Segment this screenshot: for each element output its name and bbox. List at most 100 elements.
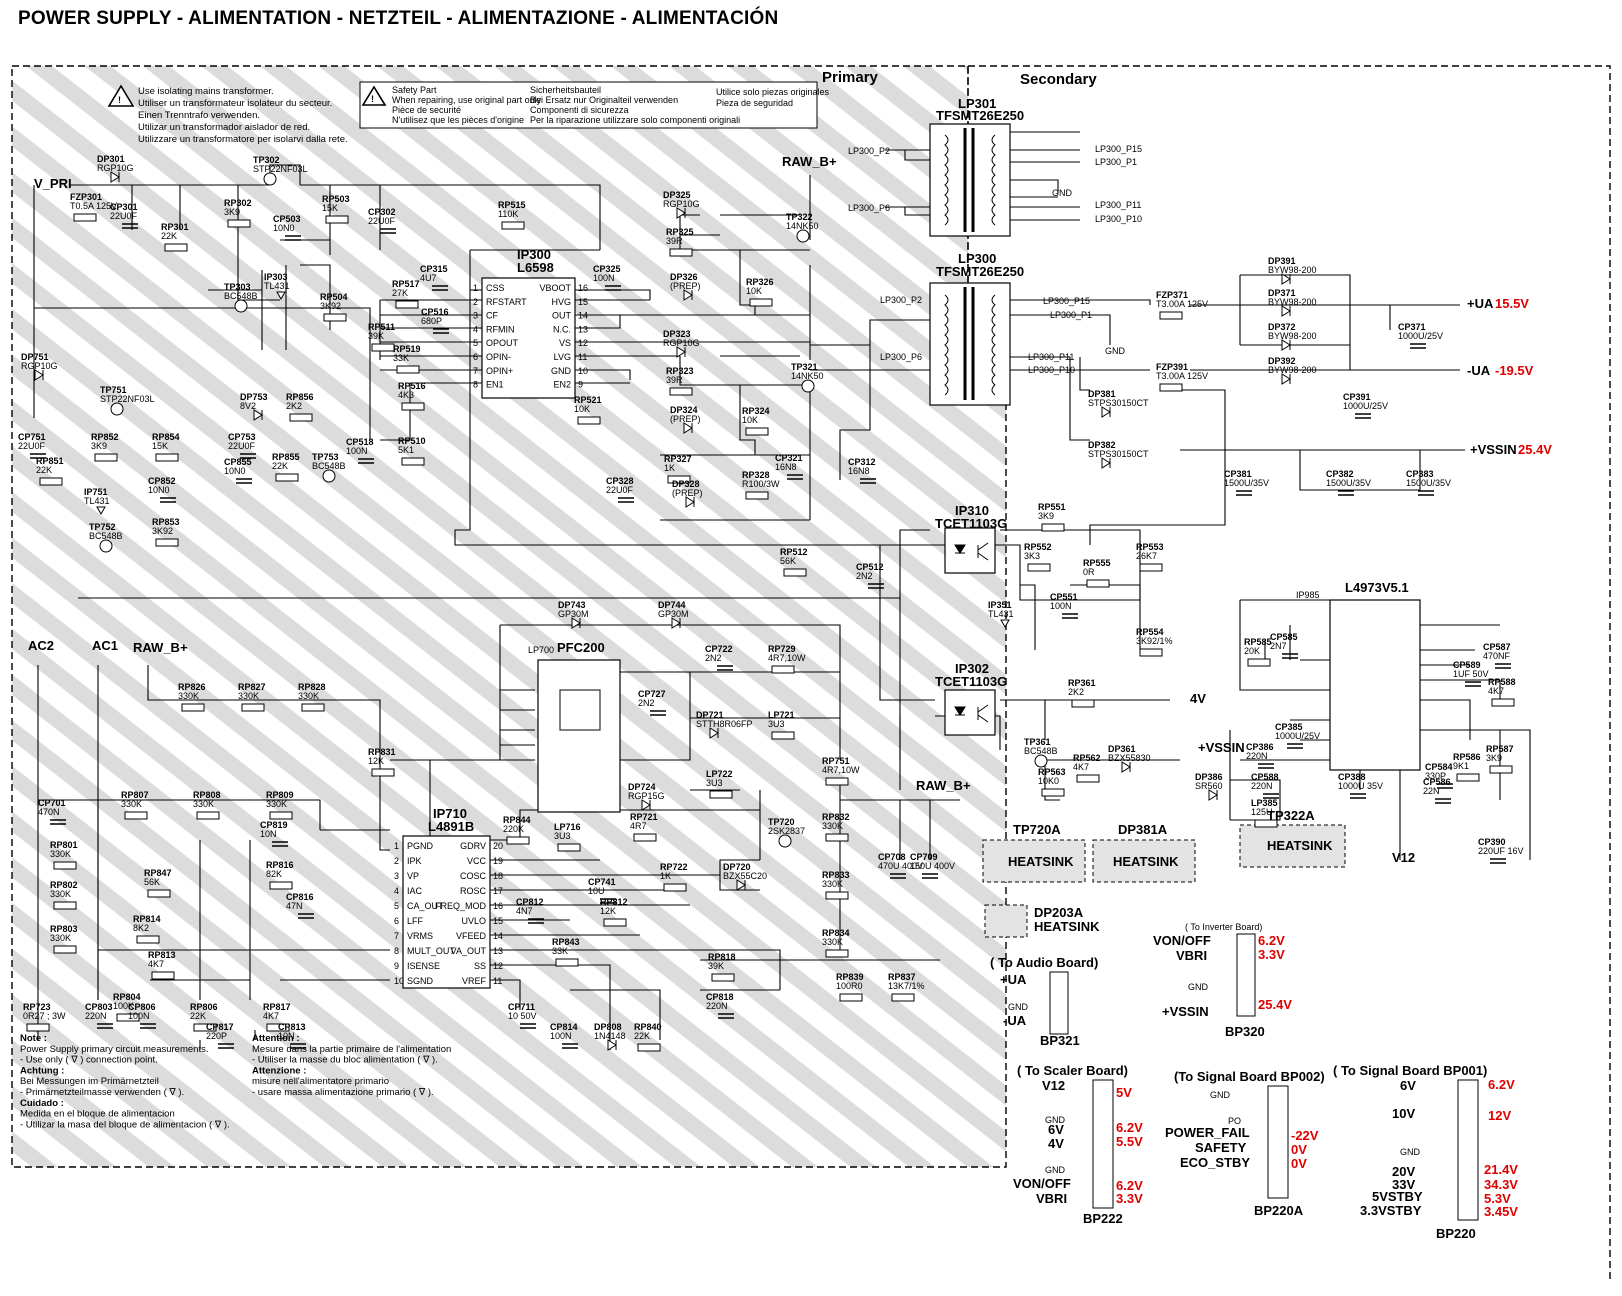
svg-text:CP503: CP503 [273, 214, 301, 224]
svg-text:CP371: CP371 [1398, 322, 1426, 332]
svg-text:12K: 12K [368, 756, 384, 766]
svg-text:CP301: CP301 [110, 202, 138, 212]
svg-text:VON/OFF: VON/OFF [1153, 933, 1211, 948]
svg-text:CP585: CP585 [1270, 632, 1298, 642]
svg-text:LP300_P15: LP300_P15 [1043, 296, 1090, 306]
svg-text:12K: 12K [600, 906, 616, 916]
svg-text:150U 400V: 150U 400V [910, 861, 955, 871]
svg-text:CP708: CP708 [878, 852, 906, 862]
svg-text:OPOUT: OPOUT [486, 338, 519, 348]
svg-text:14: 14 [493, 931, 503, 941]
svg-text:Attention :: Attention : [252, 1033, 300, 1044]
svg-text:CP302: CP302 [368, 207, 396, 217]
svg-text:2K2: 2K2 [286, 401, 302, 411]
svg-text:T3.00A 125V: T3.00A 125V [1156, 299, 1208, 309]
svg-text:16: 16 [578, 283, 588, 293]
svg-text:LP300_P1: LP300_P1 [1050, 310, 1092, 320]
svg-text:RP843: RP843 [552, 937, 580, 947]
svg-text:2N2: 2N2 [638, 698, 655, 708]
svg-text:RGP10G: RGP10G [21, 361, 58, 371]
net-ua-neg: -UA [1467, 363, 1491, 378]
svg-text:CP855: CP855 [224, 457, 252, 467]
svg-text:3U3: 3U3 [768, 719, 785, 729]
svg-text:RP552: RP552 [1024, 542, 1052, 552]
svg-text:misure nell'alimentatore prima: misure nell'alimentatore primario [252, 1076, 389, 1087]
svg-text:Cuidado :: Cuidado : [20, 1098, 64, 1109]
svg-text:ISENSE: ISENSE [407, 961, 440, 971]
notes-col2: Attention :Mesure dans la partie primair… [252, 1033, 451, 1098]
lp300-terminals: LP300_P2 LP300_P6 LP300_P15 LP300_P1 LP3… [880, 295, 1126, 375]
svg-text:RP517: RP517 [392, 279, 420, 289]
svg-text:RP515: RP515 [498, 200, 526, 210]
warn-line: Utiliser un transformateur isolateur du … [138, 98, 332, 109]
svg-text:-UA: -UA [1003, 1013, 1027, 1028]
svg-text:RP854: RP854 [152, 432, 180, 442]
svg-text:0V: 0V [1291, 1142, 1307, 1157]
svg-text:RP503: RP503 [322, 194, 350, 204]
svg-text:470NF: 470NF [1483, 651, 1511, 661]
svg-text:VREF: VREF [462, 976, 487, 986]
notes-col1: Note :Power Supply primary circuit measu… [20, 1033, 230, 1130]
secondary-area [968, 65, 1611, 1280]
connector-bp220a: (To Signal Board BP002) GND PO POWER_FAI… [1165, 1069, 1325, 1218]
svg-text:CP325: CP325 [593, 264, 621, 274]
svg-text:18: 18 [493, 871, 503, 881]
svg-text:RP327: RP327 [664, 454, 692, 464]
svg-text:3.3V: 3.3V [1258, 947, 1285, 962]
svg-text:9: 9 [578, 380, 583, 390]
svg-text:V12: V12 [1042, 1078, 1065, 1093]
svg-text:BYW98-200: BYW98-200 [1268, 297, 1317, 307]
svg-text:OPIN+: OPIN+ [486, 366, 513, 376]
svg-text:!: ! [371, 94, 374, 104]
svg-text:Mesure dans la partie primaire: Mesure dans la partie primaire de l'alim… [252, 1044, 451, 1055]
svg-text:39R: 39R [666, 375, 683, 385]
svg-text:CP589: CP589 [1453, 660, 1481, 670]
svg-text:39R: 39R [666, 236, 683, 246]
svg-text:4K7: 4K7 [148, 959, 164, 969]
svg-text:CP382: CP382 [1326, 469, 1354, 479]
net-4v: 4V [1190, 691, 1206, 706]
svg-text:10N: 10N [278, 1031, 295, 1041]
svg-text:RP803: RP803 [50, 924, 78, 934]
svg-text:SGND: SGND [407, 976, 434, 986]
svg-text:STPS30150CT: STPS30150CT [1088, 398, 1149, 408]
net-v-pri: V_PRI [34, 176, 72, 191]
svg-text:VA_OUT: VA_OUT [451, 946, 487, 956]
svg-text:22U0F: 22U0F [368, 216, 396, 226]
svg-text:GND: GND [1052, 188, 1073, 198]
svg-text:9: 9 [394, 961, 399, 971]
svg-text:1000U 35V: 1000U 35V [1338, 781, 1383, 791]
svg-text:2N2: 2N2 [856, 571, 873, 581]
svg-text:BP222: BP222 [1083, 1211, 1123, 1226]
svg-text:- Utiliser la masse du bloc al: - Utiliser la masse du bloc alimentation… [252, 1055, 438, 1066]
svg-text:220UF 16V: 220UF 16V [1478, 846, 1524, 856]
svg-text:CP512: CP512 [856, 562, 884, 572]
svg-text:10 50V: 10 50V [508, 1011, 537, 1021]
svg-text:RP840: RP840 [634, 1022, 662, 1032]
svg-text:1UF 50V: 1UF 50V [1453, 669, 1489, 679]
svg-text:20K: 20K [1244, 646, 1260, 656]
svg-text:RP844: RP844 [503, 815, 531, 825]
svg-text:RP325: RP325 [666, 227, 694, 237]
svg-text:CP818: CP818 [706, 992, 734, 1002]
svg-text:14: 14 [578, 311, 588, 321]
svg-text:+VSSIN: +VSSIN [1162, 1004, 1209, 1019]
svg-text:VBRI: VBRI [1176, 948, 1207, 963]
svg-text:16N8: 16N8 [775, 462, 797, 472]
pfc200-inductor: PFC200 LP700 [528, 640, 621, 813]
svg-text:CP803: CP803 [85, 1002, 113, 1012]
svg-text:BYW98-200: BYW98-200 [1268, 265, 1317, 275]
svg-text:EN1: EN1 [486, 380, 504, 390]
